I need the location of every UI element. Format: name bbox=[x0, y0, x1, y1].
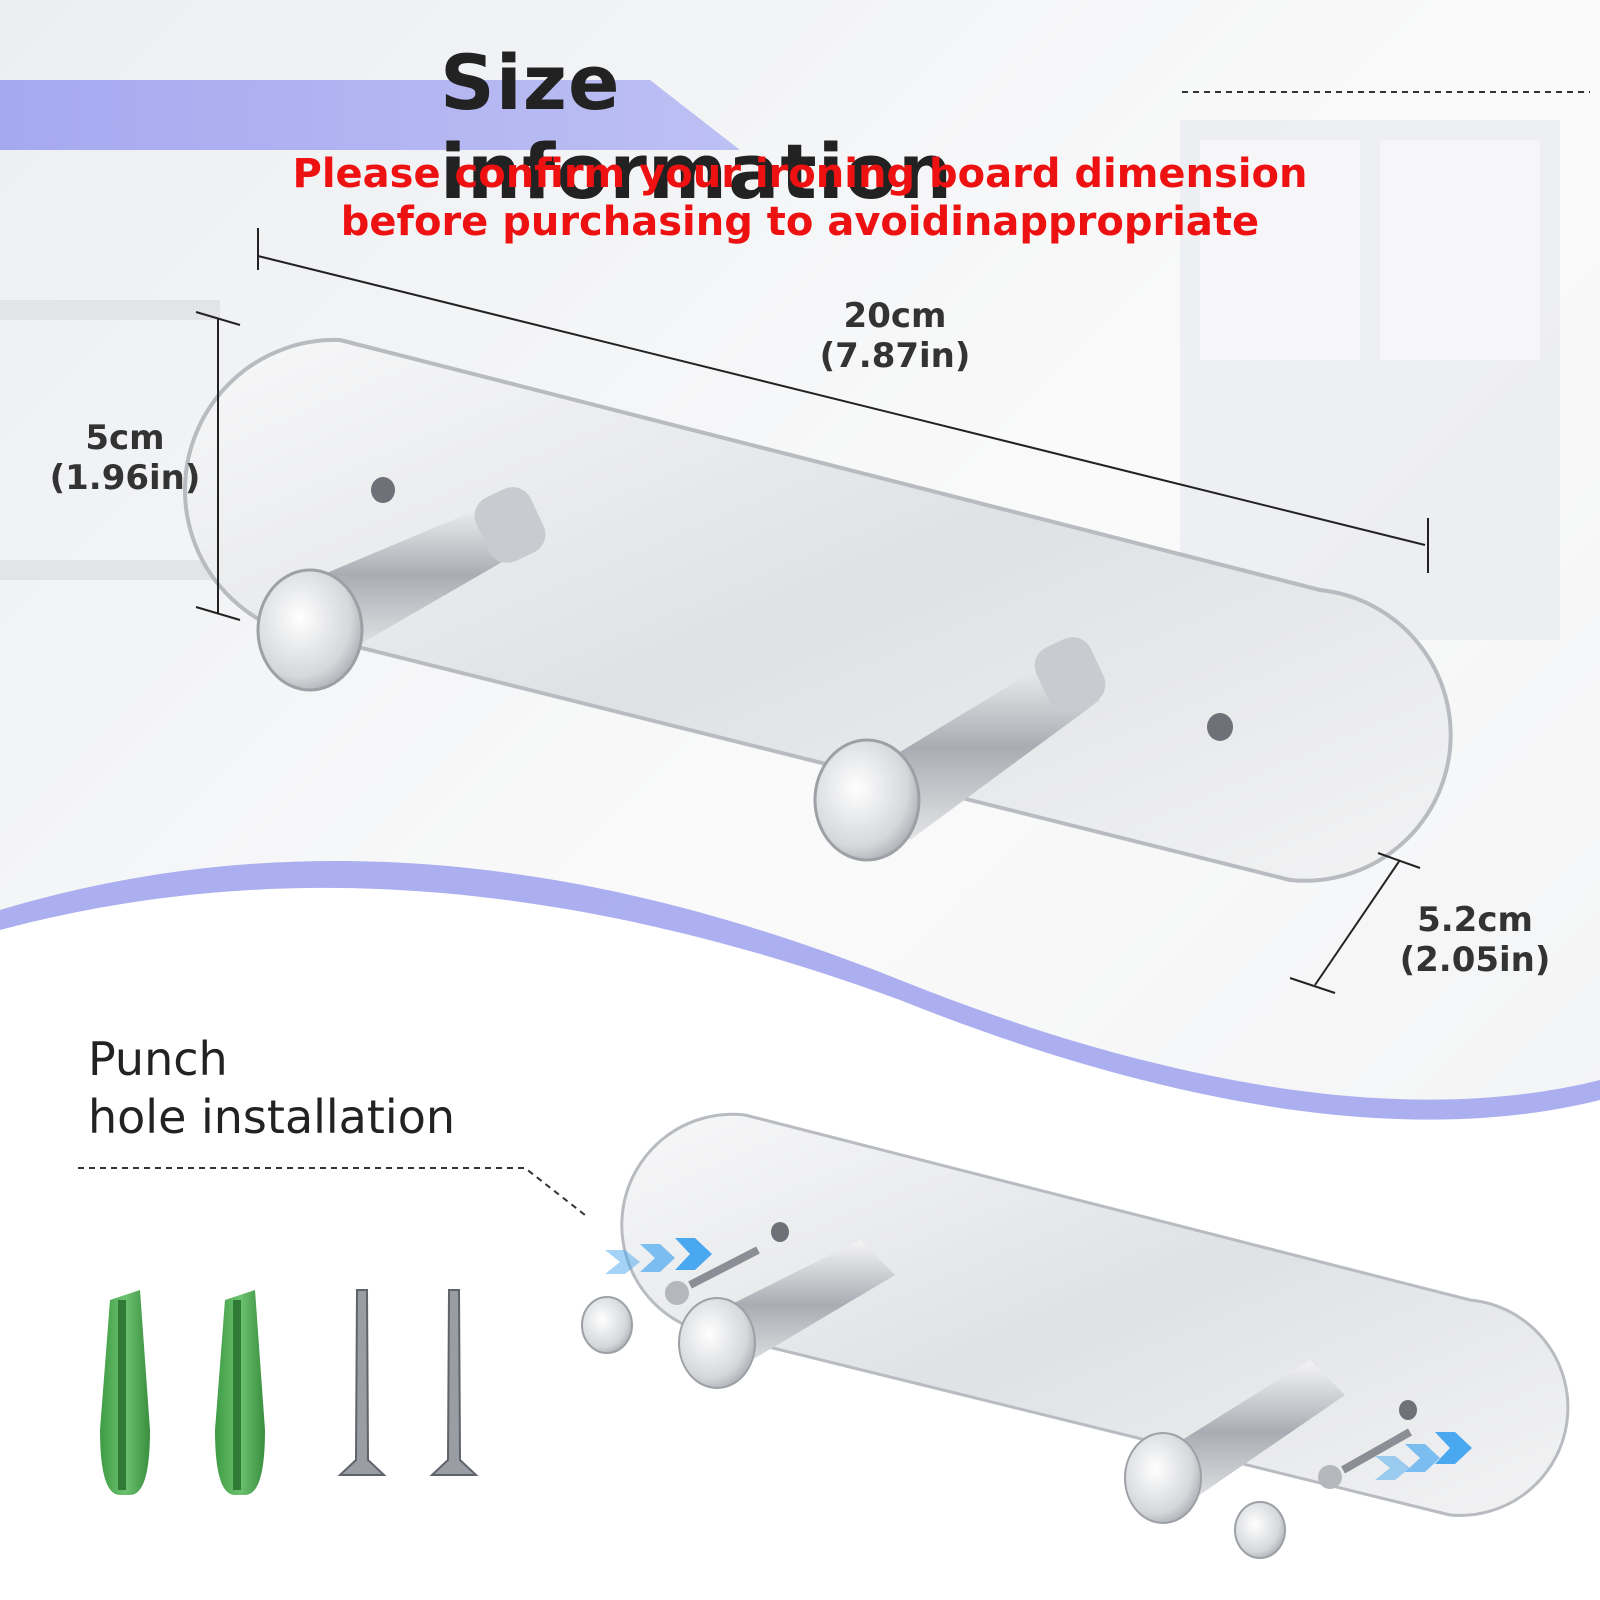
depth-label: 5.2cm (2.05in) bbox=[1380, 900, 1570, 980]
installation-line-1: Punch bbox=[88, 1032, 228, 1086]
dimension-line-depth bbox=[1289, 852, 1421, 994]
height-in: (1.96in) bbox=[49, 458, 201, 498]
dimension-line-length bbox=[257, 228, 1429, 573]
page-title: Size information bbox=[440, 38, 954, 216]
length-label: 20cm (7.87in) bbox=[780, 296, 1010, 376]
hanger-plate-main bbox=[182, 337, 1453, 883]
direction-arrow-icon bbox=[605, 1238, 1472, 1480]
hook-rod-right bbox=[813, 637, 1106, 862]
wall-anchor-icon bbox=[100, 1290, 150, 1495]
hook-rod-installed-left bbox=[678, 1240, 895, 1389]
hook-rod-installed-right bbox=[1124, 1360, 1345, 1524]
depth-cm: 5.2cm bbox=[1417, 900, 1533, 940]
height-cm: 5cm bbox=[85, 418, 165, 458]
length-in: (7.87in) bbox=[819, 336, 971, 376]
warning-line-2: before purchasing to avoidinappropriate bbox=[340, 199, 1260, 245]
screw-cap-icon bbox=[581, 1246, 1412, 1559]
installation-line-2: hole installation bbox=[88, 1090, 455, 1144]
length-cm: 20cm bbox=[843, 296, 947, 336]
installation-heading: Punch hole installation bbox=[88, 1030, 688, 1146]
hook-rod-left bbox=[256, 487, 546, 692]
wall-anchor-icon bbox=[215, 1290, 265, 1495]
height-label: 5cm (1.96in) bbox=[30, 418, 220, 498]
depth-in: (2.05in) bbox=[1399, 940, 1551, 980]
screw-icon bbox=[337, 1289, 387, 1476]
screw-icon bbox=[429, 1289, 479, 1476]
dimension-line-height bbox=[195, 311, 241, 621]
warning-line-1: Please confirm your ironing board dimens… bbox=[292, 151, 1308, 197]
warning-subtitle: Please confirm your ironing board dimens… bbox=[250, 150, 1350, 246]
hanger-plate-installed bbox=[620, 1112, 1570, 1517]
